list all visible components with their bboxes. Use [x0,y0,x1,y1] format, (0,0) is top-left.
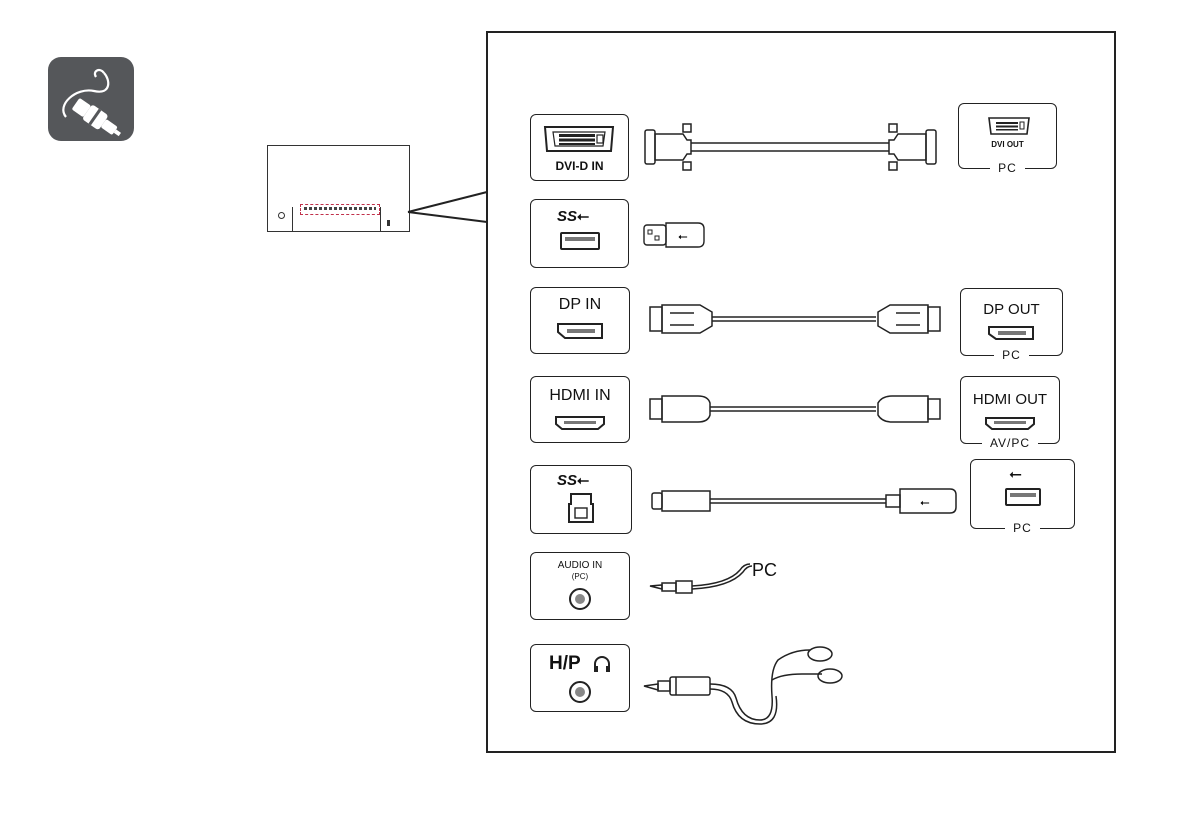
headphone-port: H/P [530,644,630,712]
dp-out-label: DP OUT [961,301,1062,318]
port-label: H/P [549,653,581,675]
usb-cable: ⭠ [650,485,960,517]
usb-b-socket-icon [567,492,595,524]
audio-jack-icon [568,587,592,611]
dp-in-port: DP IN [530,287,630,354]
headphone-icon [593,655,611,673]
pc-tag: PC [994,348,1029,362]
port-label: DP IN [531,296,629,314]
audio-in-port: AUDIO IN (PC) [530,552,630,620]
pc-hdmi-out: HDMI OUT AV/PC [960,376,1060,444]
dvi-out-port-icon [987,116,1031,136]
pc-tag: PC [990,161,1025,175]
usb-downstream-port: SS⭠ [530,199,629,268]
dp-out-socket-icon [987,325,1035,341]
usb-a-socket-icon [560,232,600,250]
port-sublabel: (PC) [531,572,629,581]
svg-text:⭠: ⭠ [678,229,688,243]
dvi-port-icon [541,125,617,153]
port-label: AUDIO IN [531,560,629,571]
dvi-d-in-port: DVI-D IN [530,114,629,181]
usb-a-plug: ⭠ [642,222,706,248]
usb-a-socket-icon [1005,488,1041,506]
usb-upstream-port: SS⭠ [530,465,632,534]
hdmi-out-socket-icon [984,416,1036,431]
hdmi-in-port: HDMI IN [530,376,630,443]
superspeed-usb-logo: SS⭠ [557,472,589,489]
audio-jack-icon [568,680,592,704]
audio-cable [648,562,758,598]
dvi-out-label: DVI OUT [959,140,1056,149]
displayport-socket-icon [556,322,604,340]
hdmi-cable [648,393,943,425]
superspeed-usb-logo: SS⭠ [557,208,589,225]
earphone-cable [642,640,852,726]
hdmi-socket-icon [554,415,606,431]
pc-usb-port: ⭠ PC [970,459,1075,529]
pc-dp-out: DP OUT PC [960,288,1063,356]
hdmi-out-label: HDMI OUT [961,391,1059,408]
port-label: DVI-D IN [531,159,628,173]
svg-text:⭠: ⭠ [920,495,930,509]
usb-logo-icon: ⭠ [1009,466,1022,484]
audio-pc-label: PC [752,560,777,581]
port-label: HDMI IN [531,387,629,405]
pc-tag: PC [1005,521,1040,535]
dp-cable [648,303,943,335]
pc-dvi-out: DVI OUT PC [958,103,1057,169]
pc-tag: AV/PC [982,436,1038,450]
dvi-cable [643,124,938,170]
